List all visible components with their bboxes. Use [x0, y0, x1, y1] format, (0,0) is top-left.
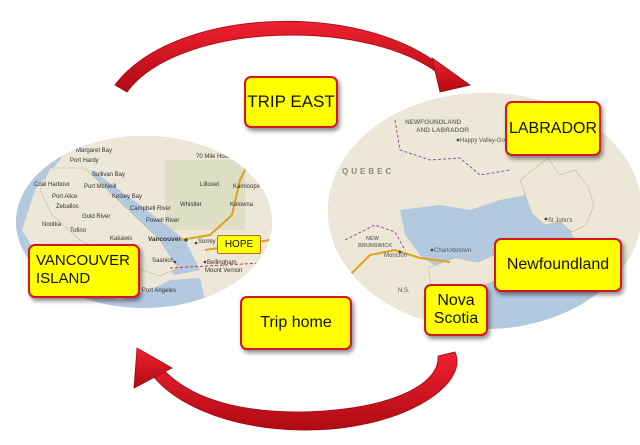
map-label-kamloops: Kamloops [233, 184, 260, 190]
map-label-campbell-river: Campbell River [130, 206, 171, 212]
map-label-nootka: Nootka [42, 222, 62, 228]
map-label-saanich: Saanich [152, 258, 174, 264]
east-map-border-2 [344, 224, 406, 251]
newfoundland-label: Newfoundland [494, 238, 622, 292]
map-label-new-brunswick-2: BRUNSWICK [358, 243, 392, 249]
map-label-powell-river: Powell River [146, 218, 179, 224]
map-label-quebec: QUEBEC [342, 167, 394, 176]
map-label-whistler: Whistler [180, 202, 202, 208]
vancouver-island-line-1: VANCOUVER [36, 252, 130, 269]
map-dot-bellingham [203, 260, 207, 264]
map-label-zeballos: Zeballos [56, 204, 79, 210]
map-label-charlottetown: Charlottetown [434, 248, 471, 254]
map-dot-vancouver [184, 238, 188, 242]
map-label-port-alice: Port Alice [52, 194, 78, 200]
map-label-ns: N.S. [398, 288, 410, 294]
map-label-70-mile-house: 70 Mile House [196, 154, 235, 160]
map-label-tofino: Tofino [70, 228, 87, 234]
map-label-mount-vernon: Mount Vernon [205, 268, 242, 274]
nova-scotia-label: Nova Scotia [424, 284, 488, 336]
map-label-kelowna: Kelowna [230, 202, 254, 208]
map-label-nl-2: AND LABRADOR [416, 127, 469, 134]
map-label-sullivan-bay: Sullivan Bay [92, 172, 125, 178]
map-label-new-brunswick: NEW [366, 236, 380, 242]
map-label-port-mcneill: Port McNeill [84, 184, 116, 190]
map-label-coal-harbour: Coal Harbour [34, 182, 70, 188]
map-label-port-hardy: Port Hardy [70, 158, 99, 164]
map-label-bellingham: Bellingham [207, 260, 237, 266]
map-label-happy-valley: Happy Valley-Goose Bay [460, 138, 527, 144]
vancouver-island-line-2: ISLAND [36, 270, 91, 287]
map-dot-st-johns [544, 217, 548, 221]
map-label-vancouver: Vancouver [148, 236, 181, 243]
map-label-port-angeles: Port Angeles [142, 288, 176, 294]
nova-scotia-line-1: Nova [437, 292, 475, 309]
trip-home-label: Trip home [240, 296, 352, 350]
map-label-nl: NEWFOUNDLAND [405, 119, 462, 126]
vancouver-island-label: VANCOUVER ISLAND [28, 244, 140, 298]
west-map-strait [88, 170, 200, 275]
west-map-forest [165, 160, 245, 230]
nova-scotia-line-2: Scotia [433, 310, 479, 327]
map-dot-happy-valley [456, 138, 460, 142]
map-dot-saanich [173, 260, 177, 264]
west-map-vancouver-island [39, 167, 179, 277]
map-label-st-johns: St John's [548, 218, 573, 224]
map-label-lillooet: Lillooet [200, 182, 219, 188]
map-label-surrey: Surrey [198, 239, 216, 245]
east-map-border [394, 119, 511, 176]
hope-label: HOPE [217, 235, 261, 254]
map-label-me: ME. [350, 282, 361, 288]
east-map-newfoundland-island [519, 157, 595, 233]
map-label-gold-river: Gold River [82, 214, 110, 220]
arrow-trip-home [133, 347, 458, 431]
map-label-kakawis: Kakawis [110, 236, 132, 242]
map-label-moncton: Moncton [384, 253, 407, 259]
east-map-highway [339, 248, 451, 286]
arrow-trip-east [114, 20, 471, 93]
labrador-label: LABRADOR [505, 101, 601, 156]
trip-east-label: TRIP EAST [244, 76, 338, 128]
map-dot-moncton [398, 250, 402, 254]
map-label-kelsey-bay: Kelsey Bay [112, 194, 142, 200]
west-map-highway [179, 149, 256, 241]
map-dot-surrey [194, 241, 198, 245]
map-dot-charlottetown [430, 248, 434, 252]
map-label-margaret-bay: Margaret Bay [76, 148, 112, 154]
